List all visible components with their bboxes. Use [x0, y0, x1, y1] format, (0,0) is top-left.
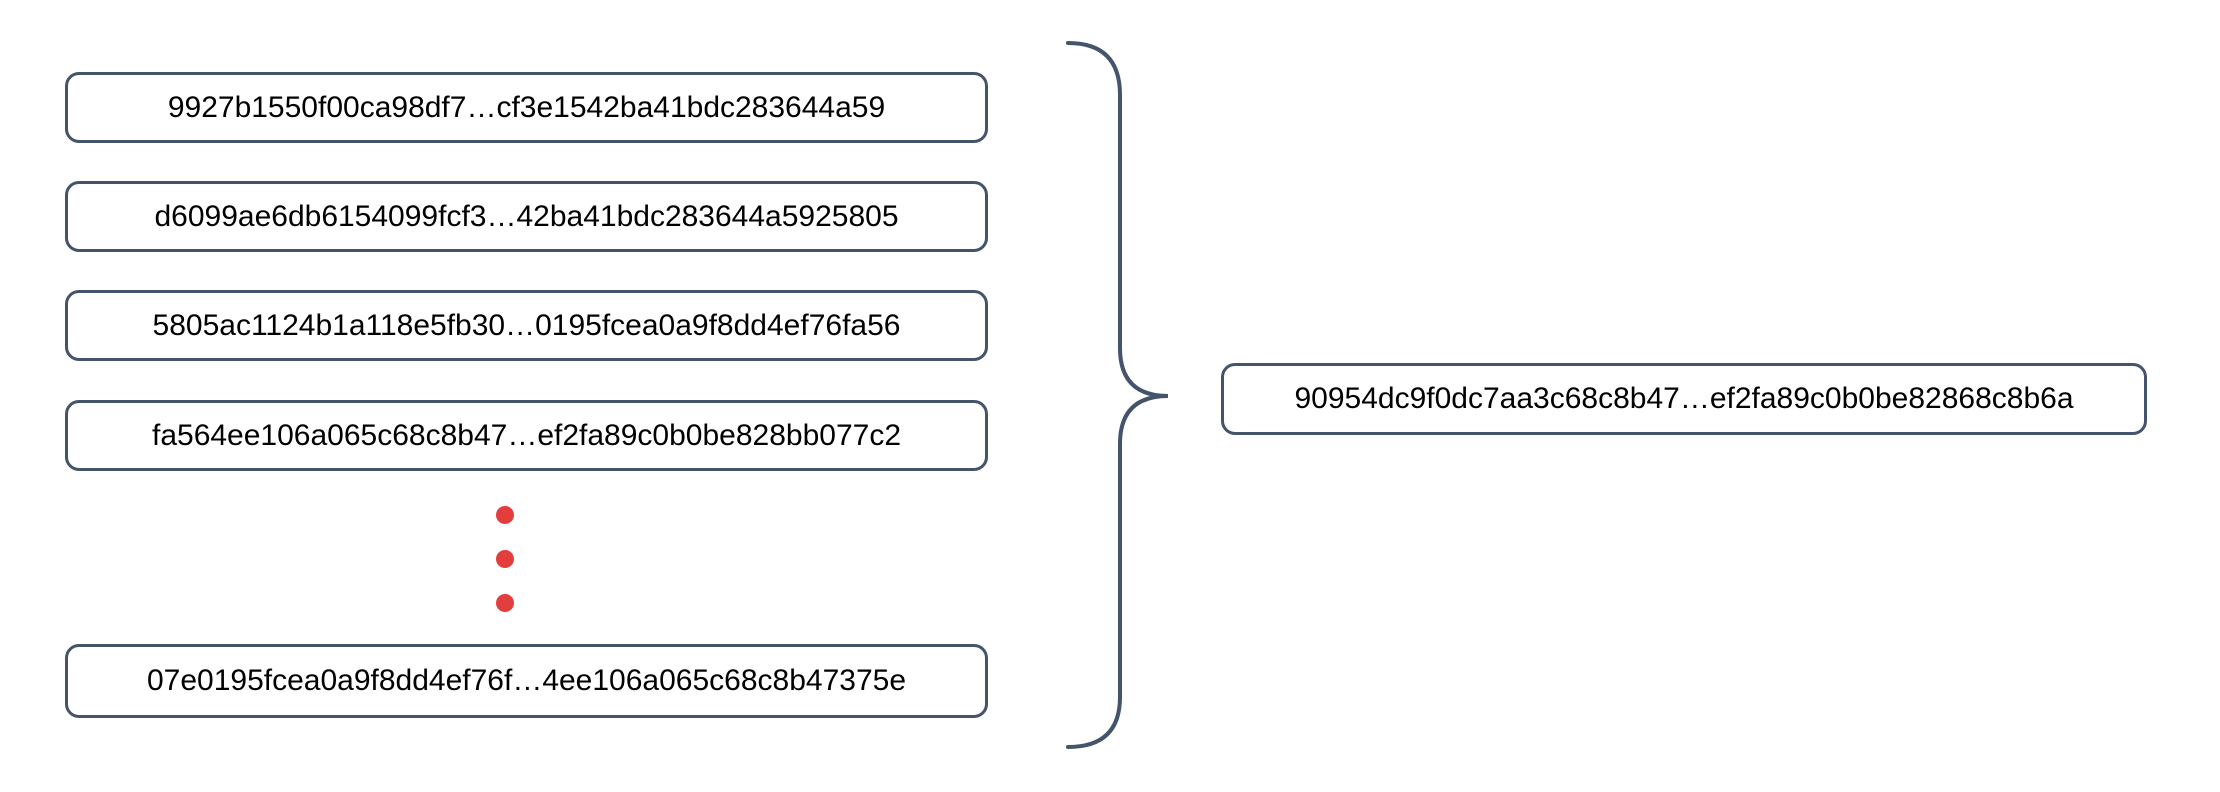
hash-output-block: 90954dc9f0dc7aa3c68c8b47…ef2fa89c0b0be82… [1221, 363, 2147, 435]
hash-input-block-5: 07e0195fcea0a9f8dd4ef76f…4ee106a065c68c8… [65, 644, 988, 718]
hash-input-label-1: 9927b1550f00ca98df7…cf3e1542ba41bdc28364… [167, 90, 886, 124]
hash-input-label-4: fa564ee106a065c68c8b47…ef2fa89c0b0be828b… [151, 418, 902, 452]
hash-input-label-3: 5805ac1124b1a118e5fb30…0195fcea0a9f8dd4e… [152, 308, 901, 342]
hash-input-block-3: 5805ac1124b1a118e5fb30…0195fcea0a9f8dd4e… [65, 290, 988, 361]
hash-input-label-2: d6099ae6db6154099fcf3…42ba41bdc283644a59… [154, 199, 899, 233]
ellipsis-dot-2 [496, 550, 514, 568]
hash-input-label-5: 07e0195fcea0a9f8dd4ef76f…4ee106a065c68c8… [146, 664, 907, 697]
hash-input-block-2: d6099ae6db6154099fcf3…42ba41bdc283644a59… [65, 181, 988, 252]
ellipsis-dot-3 [496, 594, 514, 612]
hash-input-block-4: fa564ee106a065c68c8b47…ef2fa89c0b0be828b… [65, 400, 988, 471]
hash-output-label: 90954dc9f0dc7aa3c68c8b47…ef2fa89c0b0be82… [1294, 382, 2074, 415]
ellipsis-dot-1 [496, 506, 514, 524]
hash-input-block-1: 9927b1550f00ca98df7…cf3e1542ba41bdc28364… [65, 72, 988, 143]
